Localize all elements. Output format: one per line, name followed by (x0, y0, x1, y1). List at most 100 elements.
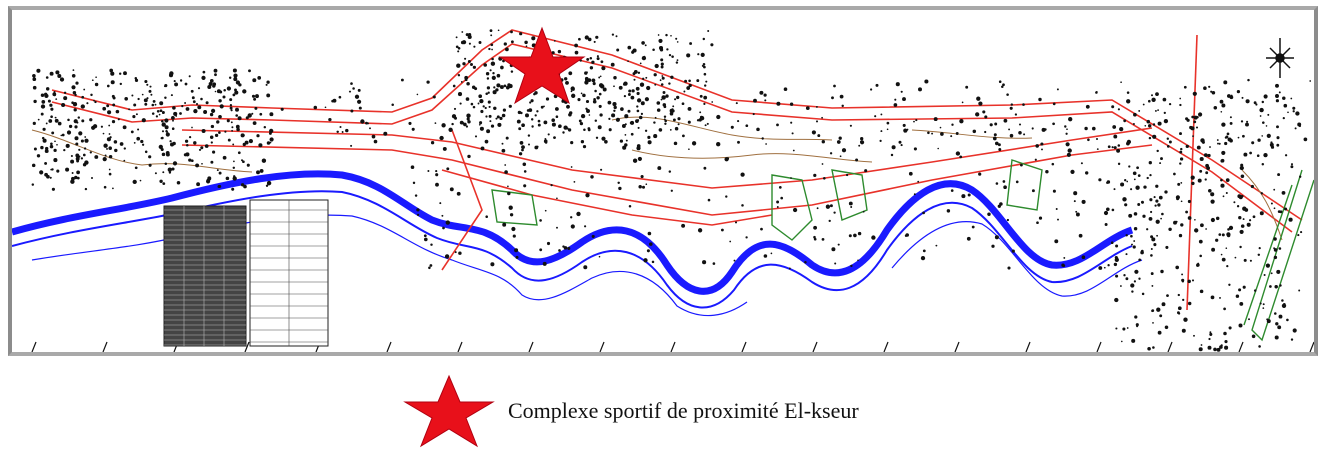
survey-point (169, 140, 172, 143)
survey-point (1065, 142, 1070, 147)
survey-point (190, 89, 194, 93)
survey-point (966, 236, 971, 241)
survey-point (108, 154, 113, 159)
survey-point (211, 108, 216, 113)
survey-point (259, 112, 263, 116)
survey-point (955, 132, 959, 135)
survey-point (430, 243, 433, 246)
survey-point (1152, 134, 1157, 139)
survey-point (976, 96, 981, 101)
survey-point (84, 138, 89, 143)
survey-point (1220, 158, 1225, 163)
survey-point (68, 124, 73, 129)
survey-point (49, 176, 52, 179)
legend-label: Complexe sportif de proximité El-kseur (508, 398, 859, 423)
survey-point (567, 246, 571, 250)
survey-point (1009, 106, 1013, 110)
survey-point (1151, 94, 1153, 97)
survey-point (913, 147, 917, 151)
survey-point (119, 72, 122, 75)
survey-point (580, 92, 583, 95)
survey-point (1132, 245, 1136, 249)
survey-point (439, 202, 442, 205)
survey-point (674, 98, 677, 101)
survey-point (1198, 239, 1203, 244)
survey-point (1290, 338, 1294, 341)
survey-point (886, 121, 890, 125)
survey-point (1187, 279, 1191, 284)
survey-point (1282, 116, 1285, 120)
survey-point (500, 65, 504, 70)
survey-point (587, 37, 592, 42)
survey-point (683, 90, 686, 93)
survey-point (91, 79, 94, 82)
survey-point (165, 152, 170, 157)
survey-point (1228, 283, 1231, 286)
survey-point (961, 194, 966, 199)
survey-point (487, 91, 490, 94)
survey-point (478, 123, 481, 126)
survey-point (536, 110, 539, 113)
survey-point (1075, 212, 1080, 217)
survey-point (1218, 142, 1221, 145)
survey-point (561, 99, 565, 103)
survey-point (737, 140, 740, 144)
survey-point (83, 147, 87, 150)
survey-point (646, 85, 651, 91)
survey-point (1156, 307, 1161, 312)
survey-point (1175, 220, 1178, 223)
survey-point (1204, 178, 1207, 181)
survey-point (496, 73, 501, 78)
survey-point (546, 241, 551, 246)
survey-point (1180, 147, 1183, 151)
survey-point (1220, 111, 1223, 113)
survey-point (673, 141, 678, 146)
survey-point (537, 119, 541, 123)
survey-point (931, 132, 934, 135)
survey-point (594, 89, 597, 93)
survey-point (997, 204, 1001, 208)
survey-point (647, 135, 651, 139)
survey-point (1107, 264, 1110, 267)
survey-point (1181, 328, 1186, 333)
survey-point (254, 106, 258, 110)
survey-point (442, 146, 447, 151)
survey-point (725, 195, 728, 198)
survey-point (1245, 122, 1249, 127)
survey-point (622, 82, 626, 86)
survey-point (1055, 208, 1058, 210)
survey-point (776, 123, 779, 127)
survey-point (597, 125, 602, 130)
survey-point (585, 107, 588, 111)
survey-point (1219, 296, 1221, 299)
map-legend-table (163, 199, 329, 347)
survey-point (846, 173, 849, 177)
survey-point (531, 125, 534, 128)
survey-point (184, 139, 189, 143)
survey-point (1229, 116, 1232, 119)
survey-point (577, 98, 581, 102)
survey-point (1186, 118, 1190, 122)
survey-point (1168, 140, 1172, 144)
survey-point (60, 134, 63, 137)
survey-point (836, 140, 841, 144)
survey-point (243, 184, 247, 189)
survey-point (704, 84, 707, 87)
survey-point (184, 102, 187, 104)
survey-point (1220, 344, 1223, 347)
survey-point (763, 93, 767, 97)
survey-point (519, 32, 523, 36)
survey-point (1103, 266, 1106, 269)
survey-point (1298, 125, 1301, 128)
survey-point (108, 146, 112, 150)
survey-point (134, 78, 139, 83)
survey-point (1299, 175, 1302, 178)
survey-point (1146, 228, 1149, 231)
survey-point (828, 219, 831, 223)
survey-point (477, 102, 480, 105)
frame-tick (1025, 341, 1031, 352)
survey-point (263, 125, 267, 129)
survey-point (453, 107, 457, 110)
survey-point (564, 77, 568, 81)
survey-point (624, 134, 627, 136)
